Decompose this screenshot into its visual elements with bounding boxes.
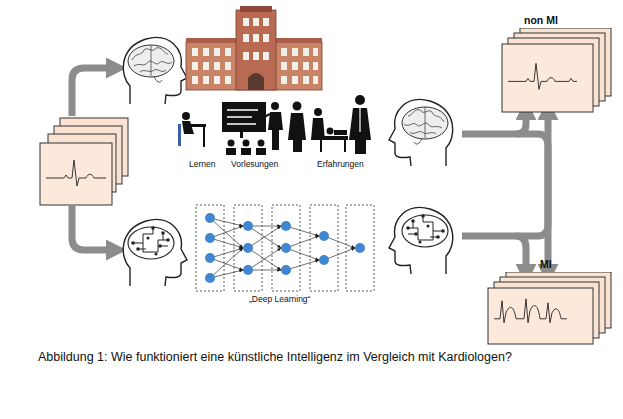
ecg-stack-input bbox=[40, 118, 128, 205]
flow-arrow bbox=[72, 206, 108, 250]
ecg-output-stack: non MI bbox=[500, 14, 613, 118]
ecg-stack bbox=[500, 28, 613, 118]
text-label: „Deep Learning“ bbox=[249, 294, 310, 304]
text-label: Lernen bbox=[189, 159, 215, 169]
class-label: MI bbox=[540, 258, 552, 270]
neural-network bbox=[196, 205, 374, 291]
text-label: Vorlesungen bbox=[231, 159, 278, 169]
university-building bbox=[186, 6, 322, 90]
ecg-stack bbox=[486, 272, 613, 350]
head-circuit bbox=[123, 219, 187, 286]
class-label: non MI bbox=[524, 14, 558, 26]
head-brain bbox=[389, 99, 453, 166]
flow-arrow bbox=[72, 68, 108, 116]
text-label: Erfahrungen bbox=[317, 159, 364, 169]
head-circuit bbox=[389, 207, 453, 274]
flow-arrow bbox=[462, 118, 548, 266]
people-icons bbox=[178, 95, 371, 155]
head-brain bbox=[123, 37, 187, 104]
figure-caption: Abbildung 1: Wie funktioniert eine künst… bbox=[38, 350, 512, 364]
ecg-output-stack: MI bbox=[486, 258, 613, 350]
